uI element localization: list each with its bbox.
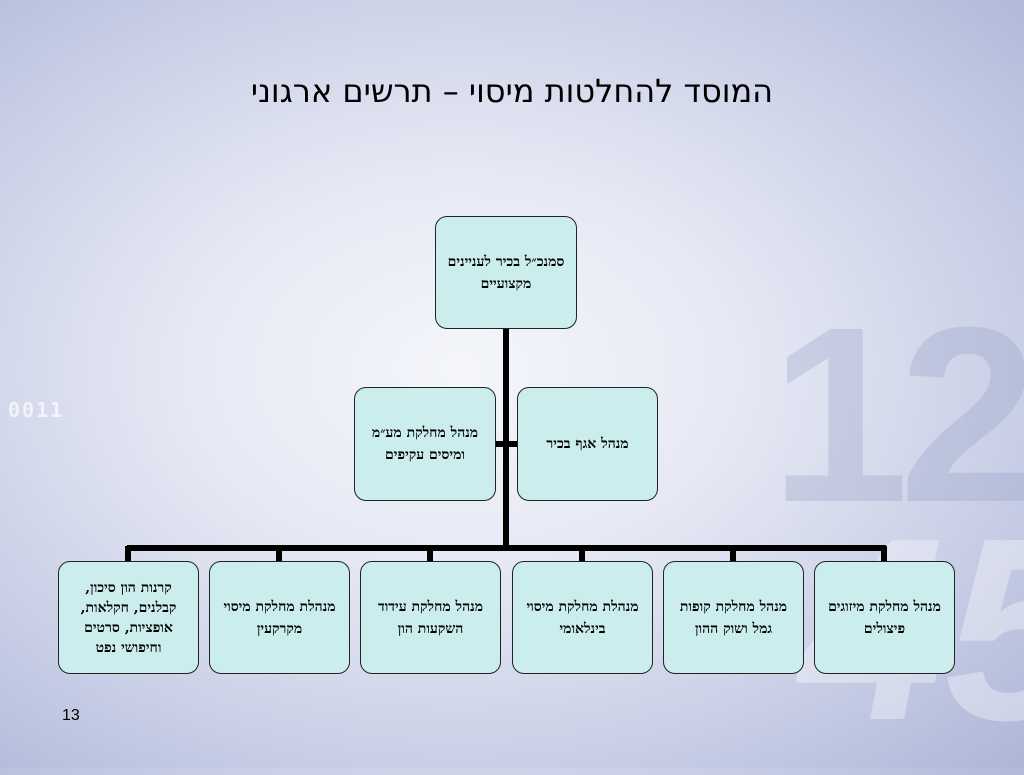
org-box-provident-funds: מנהל מחלקת קופות גמל ושוק ההון <box>663 561 804 674</box>
org-box-vat-department: מנהל מחלקת מע״מ ומיסים עקיפים <box>354 387 496 501</box>
org-box-label: מנהל אגף בכיר <box>546 436 629 452</box>
org-box-international-tax: מנהלת מחלקת מיסוי בינלאומי <box>512 561 653 674</box>
page-number: 13 <box>62 707 80 724</box>
org-box-label: מנהל מחלקת קופות גמל ושוק ההון <box>679 598 788 637</box>
org-box-deputy-director: סמנכ״ל בכיר לעניינים מקצועיים <box>435 216 577 329</box>
org-box-mergers-splits: מנהל מחלקת מיזוגים פיצולים <box>814 561 955 674</box>
org-box-capital-investment: מנהל מחלקת עידוד השקעות הון <box>360 561 501 674</box>
org-box-label: מנהלת מחלקת מיסוי בינלאומי <box>526 598 639 637</box>
org-box-label: סמנכ״ל בכיר לעניינים מקצועיים <box>447 253 565 292</box>
slide-title: המוסד להחלטות מיסוי – תרשים ארגוני <box>250 72 774 110</box>
org-box-senior-division: מנהל אגף בכיר <box>517 387 658 501</box>
org-box-venture-capital: קרנות הון סיכון, קבלנים, חקלאות, אופציות… <box>58 561 199 674</box>
org-box-real-estate-tax: מנהלת מחלקת מיסוי מקרקעין <box>209 561 350 674</box>
org-box-label: מנהל מחלקת מיזוגים פיצולים <box>828 598 941 637</box>
org-box-label: מנהל מחלקת מע״מ ומיסים עקיפים <box>371 425 479 463</box>
org-box-label: קרנות הון סיכון, קבלנים, חקלאות, אופציות… <box>80 579 177 656</box>
org-box-label: מנהל מחלקת עידוד השקעות הון <box>377 598 483 637</box>
org-box-label: מנהלת מחלקת מיסוי מקרקעין <box>223 598 336 637</box>
